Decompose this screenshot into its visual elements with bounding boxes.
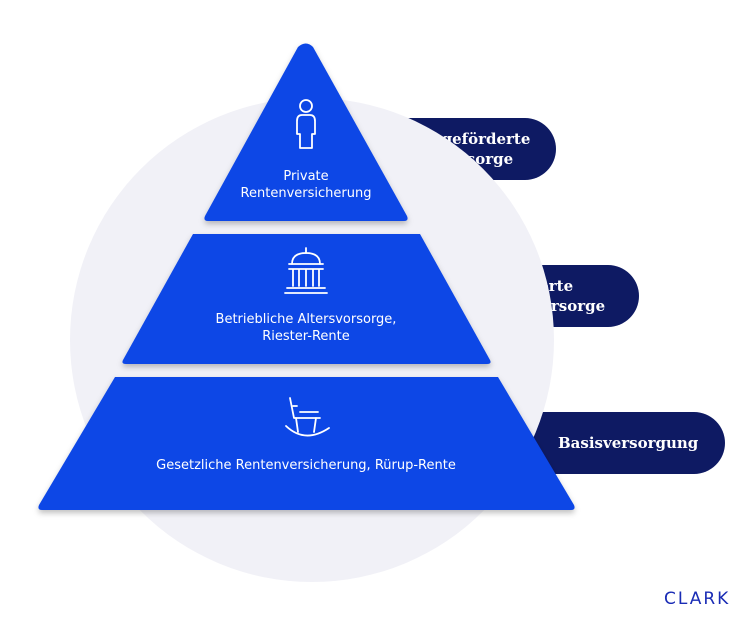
pyramid-tier-middle: Betriebliche Altersvorsorge, Riester-Ren… (122, 234, 491, 364)
tier-top-line-1: Private (283, 169, 328, 184)
tier-shape (38, 377, 575, 510)
pyramid-tier-bottom: Gesetzliche Rentenversicherung, Rürup-Re… (38, 377, 575, 510)
tier-bottom-line-1: Gesetzliche Rentenversicherung, Rürup-Re… (156, 458, 456, 473)
pyramid-tier-top: Private Rentenversicherung (204, 43, 408, 221)
tier-shape (204, 43, 408, 221)
tier-top-line-2: Rentenversicherung (241, 186, 372, 201)
tier-middle-line-2: Riester-Rente (262, 329, 350, 344)
building-icon (284, 247, 328, 294)
tag-basisversorgung: Basisversorgung (520, 412, 725, 474)
clark-logo: CLARK (664, 589, 731, 609)
tag-label: Basisversorgung (558, 434, 699, 452)
rocking-chair-icon (285, 397, 330, 437)
tier-shape (122, 234, 491, 364)
tier-middle-line-1: Betriebliche Altersvorsorge, (216, 312, 397, 327)
person-icon (296, 99, 316, 149)
